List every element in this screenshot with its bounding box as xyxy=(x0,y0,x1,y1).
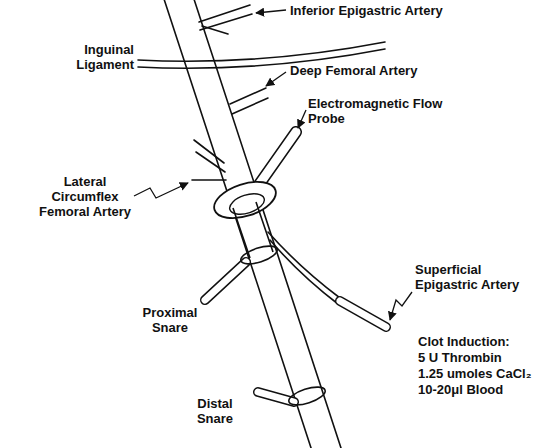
label: Deep Femoral Artery xyxy=(290,63,417,78)
flow-probe-handle xyxy=(258,132,296,186)
flow-probe-ring xyxy=(227,190,267,218)
superficial-epigastric-artery xyxy=(268,232,340,298)
inguinal-ligament xyxy=(138,42,385,61)
lateral-circumflex-artery xyxy=(196,152,225,172)
leader-arrow xyxy=(298,110,306,128)
deep-femoral-artery xyxy=(232,98,268,114)
proximal-snare-loop xyxy=(239,242,279,267)
label: Distal Snare xyxy=(180,396,250,426)
distal-snare-loop xyxy=(287,383,327,408)
label: 10-20μl Blood xyxy=(418,382,503,397)
label: 5 U Thrombin xyxy=(418,350,502,365)
proximal-snare xyxy=(205,262,246,300)
inferior-epigastric-artery xyxy=(199,5,250,22)
label: Electromagnetic Flow Probe xyxy=(308,96,448,126)
inferior-epigastric-artery xyxy=(202,26,228,34)
label: Inguinal Ligament xyxy=(50,42,134,72)
leader-arrow xyxy=(256,10,286,13)
lateral-circumflex-artery xyxy=(192,179,226,181)
leader-arrow xyxy=(134,183,188,198)
label: Superficial Epigastric Artery xyxy=(415,262,545,292)
cannula xyxy=(340,301,386,327)
label: Clot Induction: xyxy=(418,334,510,349)
label: Inferior Epigastric Artery xyxy=(290,3,443,18)
lateral-circumflex-artery xyxy=(194,140,224,163)
label: Lateral Circumflex Femoral Artery xyxy=(38,174,132,219)
leader-arrow xyxy=(390,292,412,320)
proximal-snare xyxy=(205,262,246,300)
flow-probe-handle xyxy=(258,132,296,186)
superficial-epigastric-artery xyxy=(270,240,338,304)
leader-arrow xyxy=(266,72,286,86)
label: 1.25 umoles CaCl₂ xyxy=(418,366,531,381)
cannula xyxy=(340,301,386,327)
label: Proximal Snare xyxy=(130,305,210,335)
flow-probe-ring xyxy=(210,175,281,225)
